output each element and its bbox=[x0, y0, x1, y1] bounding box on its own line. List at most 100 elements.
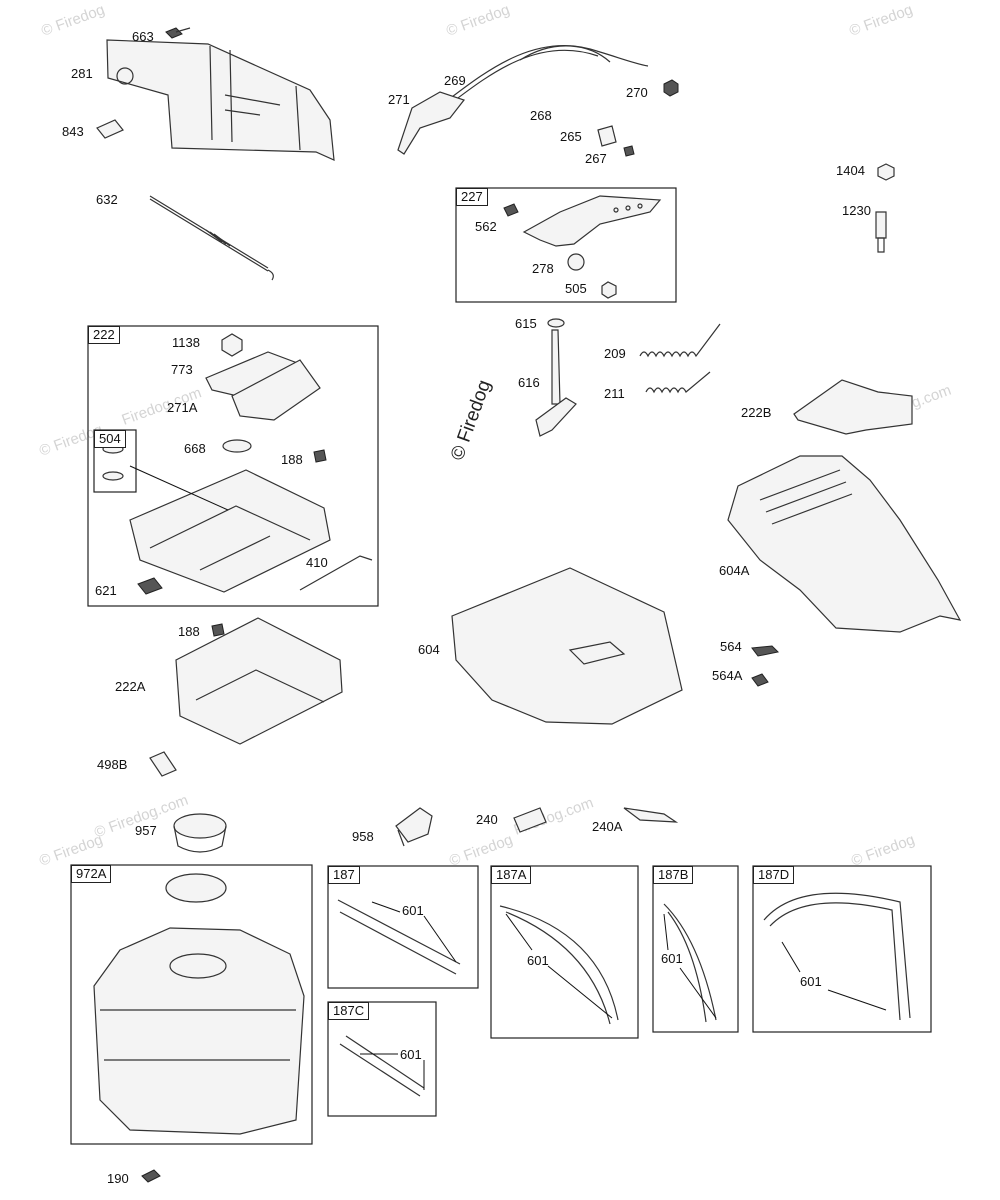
part-label-240a: 240A bbox=[592, 819, 623, 834]
part-label-222a: 222A bbox=[115, 679, 146, 694]
part-label-601-187c: 601 bbox=[400, 1047, 422, 1062]
box-187c-frame bbox=[327, 1001, 437, 1117]
part-label-281: 281 bbox=[71, 66, 93, 81]
hose-187 bbox=[337, 899, 461, 975]
washer-615 bbox=[547, 318, 565, 328]
box-187-label: 187 bbox=[328, 866, 360, 884]
nut-505 bbox=[601, 281, 617, 299]
part-label-271: 271 bbox=[388, 92, 410, 107]
plug-1230 bbox=[875, 211, 887, 239]
valve-958 bbox=[395, 807, 433, 843]
rod-632 bbox=[149, 195, 269, 272]
part-label-498b: 498B bbox=[97, 757, 128, 772]
screw-663 bbox=[165, 27, 183, 39]
box-187a-label: 187A bbox=[491, 866, 532, 884]
part-label-843: 843 bbox=[62, 124, 84, 139]
part-label-267: 267 bbox=[585, 151, 607, 166]
part-label-601-187a: 601 bbox=[527, 953, 549, 968]
part-label-271a: 271A bbox=[167, 400, 198, 415]
box-222-label: 222 bbox=[88, 326, 120, 344]
part-label-601-187d: 601 bbox=[800, 974, 822, 989]
part-label-668: 668 bbox=[184, 441, 206, 456]
part-label-604: 604 bbox=[418, 642, 440, 657]
part-label-601-187: 601 bbox=[402, 903, 424, 918]
part-label-240: 240 bbox=[476, 812, 498, 827]
part-label-616: 616 bbox=[518, 375, 540, 390]
box-504-label: 504 bbox=[94, 430, 126, 448]
box-227-frame bbox=[455, 187, 677, 303]
part-label-615: 615 bbox=[515, 316, 537, 331]
spring-209 bbox=[639, 323, 721, 358]
hose-187d bbox=[763, 892, 911, 1019]
hose-187c bbox=[339, 1035, 425, 1097]
part-label-505: 505 bbox=[565, 281, 587, 296]
part-label-621: 621 bbox=[95, 583, 117, 598]
part-label-222b: 222B bbox=[741, 405, 772, 420]
cable-268 bbox=[447, 44, 649, 101]
valve-240 bbox=[513, 807, 547, 833]
cover-604 bbox=[451, 567, 683, 725]
screw-267 bbox=[623, 145, 635, 157]
screw-562 bbox=[503, 203, 519, 217]
part-label-564a: 564A bbox=[712, 668, 743, 683]
rod-410 bbox=[299, 555, 373, 591]
box-187d-label: 187D bbox=[753, 866, 795, 884]
shroud-604a bbox=[727, 455, 962, 633]
part-label-604a: 604A bbox=[719, 563, 750, 578]
base-plate-222a bbox=[175, 617, 343, 745]
clip-265 bbox=[597, 125, 617, 147]
screw-190 bbox=[141, 1169, 161, 1183]
clip-621 bbox=[137, 577, 163, 595]
part-label-663: 663 bbox=[132, 29, 154, 44]
part-label-211: 211 bbox=[604, 386, 625, 401]
part-label-265: 265 bbox=[560, 129, 582, 144]
lever-271 bbox=[397, 91, 465, 155]
part-label-958: 958 bbox=[352, 829, 374, 844]
clip-498b bbox=[149, 751, 177, 777]
part-label-564: 564 bbox=[720, 639, 742, 654]
part-label-190: 190 bbox=[107, 1171, 129, 1186]
part-label-1230: 1230 bbox=[842, 203, 871, 218]
part-label-1138: 1138 bbox=[172, 335, 200, 350]
spring-211 bbox=[645, 371, 711, 394]
hose-187b bbox=[663, 903, 717, 1021]
lever-271a bbox=[231, 359, 321, 421]
box-972a-frame bbox=[70, 864, 313, 1145]
screw-564 bbox=[751, 645, 780, 657]
nut-1404 bbox=[877, 163, 895, 181]
bracket-281 bbox=[106, 39, 335, 161]
cap-957 bbox=[173, 813, 227, 839]
part-label-269: 269 bbox=[444, 73, 466, 88]
screw-188-lower bbox=[211, 623, 225, 637]
box-227-label: 227 bbox=[456, 188, 488, 206]
box-187b-frame bbox=[652, 865, 739, 1033]
part-label-773: 773 bbox=[171, 362, 193, 377]
nut-1138 bbox=[221, 333, 243, 357]
box-972a-label: 972A bbox=[71, 865, 112, 883]
part-label-278: 278 bbox=[532, 261, 554, 276]
screw-188-upper bbox=[313, 449, 327, 463]
bracket-222b bbox=[793, 379, 913, 435]
part-label-209: 209 bbox=[604, 346, 626, 361]
cap-972a bbox=[165, 873, 227, 903]
box-187b-label: 187B bbox=[653, 866, 694, 884]
valve-240a bbox=[623, 807, 679, 823]
box-187a-frame bbox=[490, 865, 639, 1039]
part-label-632: 632 bbox=[96, 192, 118, 207]
part-label-270: 270 bbox=[626, 85, 648, 100]
part-label-188-upper: 188 bbox=[281, 452, 303, 467]
washer-668 bbox=[222, 439, 252, 453]
box-187c-label: 187C bbox=[328, 1002, 370, 1020]
part-label-957: 957 bbox=[135, 823, 157, 838]
screw-564a bbox=[751, 673, 769, 687]
box-222-frame bbox=[87, 325, 379, 607]
part-label-188-lower: 188 bbox=[178, 624, 200, 639]
tank-972a bbox=[93, 927, 305, 1135]
shaft-616 bbox=[551, 329, 561, 405]
part-label-562: 562 bbox=[475, 219, 497, 234]
box-187d-frame bbox=[752, 865, 932, 1033]
box-187-frame bbox=[327, 865, 479, 989]
part-label-601-187b: 601 bbox=[661, 951, 683, 966]
base-plate-222 bbox=[129, 469, 331, 593]
